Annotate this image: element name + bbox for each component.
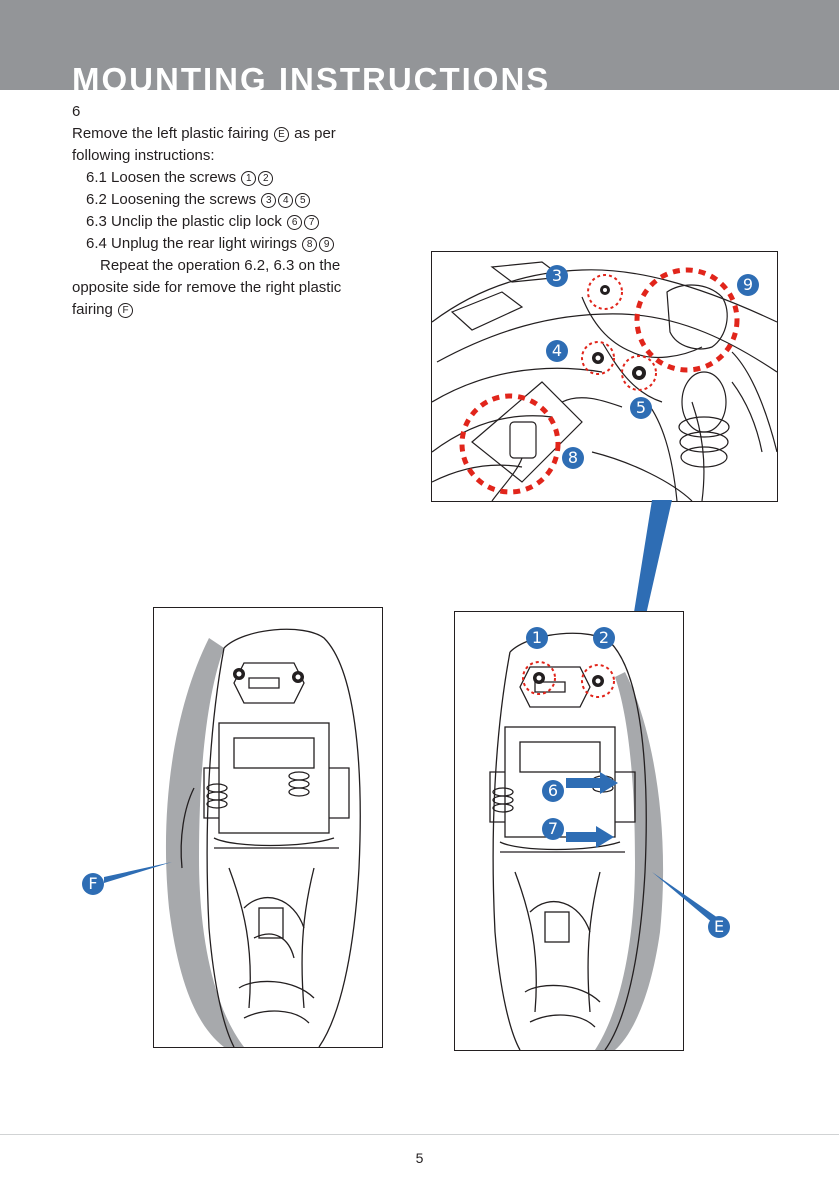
marker-9: 9 bbox=[319, 237, 335, 252]
step-intro-suffix: as per following instructions: bbox=[72, 125, 336, 164]
marker-1: 1 bbox=[241, 171, 257, 186]
right-view-figure bbox=[454, 611, 684, 1051]
marker-3: 3 bbox=[261, 193, 277, 208]
marker-4: 4 bbox=[278, 193, 294, 208]
detail-illustration bbox=[432, 261, 777, 501]
substep-text: 6.3 Unclip the plastic clip lock bbox=[86, 213, 282, 230]
left-view-figure bbox=[153, 607, 383, 1048]
callout-1: 1 bbox=[526, 627, 548, 649]
callout-3: 3 bbox=[546, 265, 568, 287]
marker-8: 8 bbox=[302, 237, 318, 252]
callout-9: 9 bbox=[737, 274, 759, 296]
page-header: MOUNTING INSTRUCTIONS bbox=[0, 0, 839, 90]
callout-4: 4 bbox=[546, 340, 568, 362]
marker-f: F bbox=[118, 303, 134, 318]
page-number: 5 bbox=[415, 1150, 424, 1166]
instruction-text: 6 Remove the left plastic fairing E as p… bbox=[72, 101, 382, 321]
right-view-illustration bbox=[489, 632, 664, 1050]
substep-text: 6.4 Unplug the rear light wirings bbox=[86, 235, 297, 252]
substep-text: 6.2 Loosening the screws bbox=[86, 191, 257, 208]
step-intro: Remove the left plastic fairing E as per… bbox=[72, 123, 382, 167]
substep-text: 6.1 Loosen the screws bbox=[86, 169, 237, 186]
callout-7: 7 bbox=[542, 818, 564, 840]
callout-8: 8 bbox=[562, 447, 584, 469]
callout-5: 5 bbox=[630, 397, 652, 419]
left-view-illustration bbox=[165, 628, 361, 1047]
callout-e: E bbox=[708, 916, 730, 938]
footer-divider bbox=[0, 1134, 839, 1135]
callout-2: 2 bbox=[593, 627, 615, 649]
callout-f: F bbox=[82, 873, 104, 895]
detail-figure: 3 4 5 8 9 bbox=[431, 251, 778, 502]
repeat-text: Repeat the operation 6.2, 6.3 on the opp… bbox=[72, 257, 342, 318]
marker-2: 2 bbox=[258, 171, 274, 186]
page-title: MOUNTING INSTRUCTIONS bbox=[72, 61, 551, 90]
marker-7: 7 bbox=[304, 215, 320, 230]
step-number: 6 bbox=[72, 103, 81, 120]
step-intro-text: Remove the left plastic fairing bbox=[72, 125, 269, 142]
callout-6: 6 bbox=[542, 780, 564, 802]
marker-6: 6 bbox=[287, 215, 303, 230]
marker-5: 5 bbox=[295, 193, 311, 208]
repeat-instruction: Repeat the operation 6.2, 6.3 on the opp… bbox=[72, 255, 382, 321]
marker-e: E bbox=[273, 127, 289, 142]
